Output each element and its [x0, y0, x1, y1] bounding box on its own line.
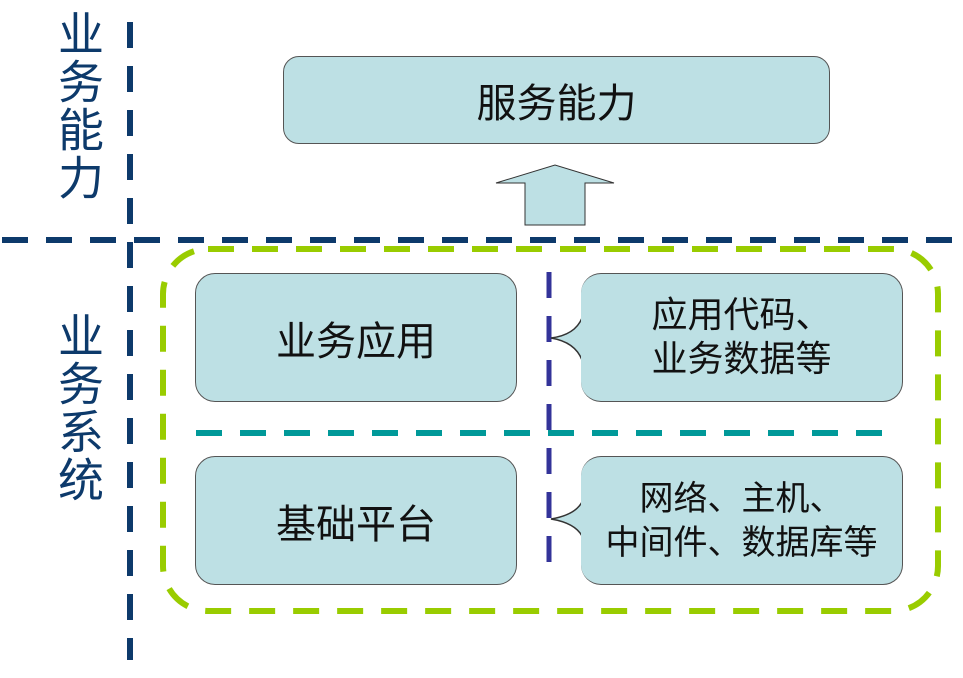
- box-label: 业务应用: [276, 318, 436, 365]
- label-business-capability: 业务能力: [48, 10, 108, 210]
- business-application-box: 业务应用: [195, 273, 517, 402]
- callout-line: 业务数据等: [651, 338, 832, 380]
- platform-detail-callout: 网络、主机、 中间件、数据库等: [581, 456, 903, 585]
- box-label: 基础平台: [276, 501, 436, 548]
- label-business-system: 业务系统: [48, 312, 108, 512]
- callout-line: 中间件、数据库等: [605, 522, 878, 563]
- callout-pointer-platform: [550, 501, 583, 537]
- callout-pointer-app: [550, 317, 583, 361]
- callout-line: 应用代码、: [651, 294, 832, 336]
- business-system-group: [160, 246, 941, 614]
- app-detail-callout: 应用代码、 业务数据等: [581, 273, 903, 402]
- label-text: 业务能力: [51, 10, 105, 202]
- callout-line: 网络、主机、: [639, 478, 844, 519]
- service-capability-box: 服务能力: [283, 56, 830, 144]
- label-text: 业务系统: [51, 312, 105, 504]
- base-platform-box: 基础平台: [195, 456, 517, 585]
- up-arrow: [495, 164, 615, 226]
- box-label: 服务能力: [476, 81, 637, 127]
